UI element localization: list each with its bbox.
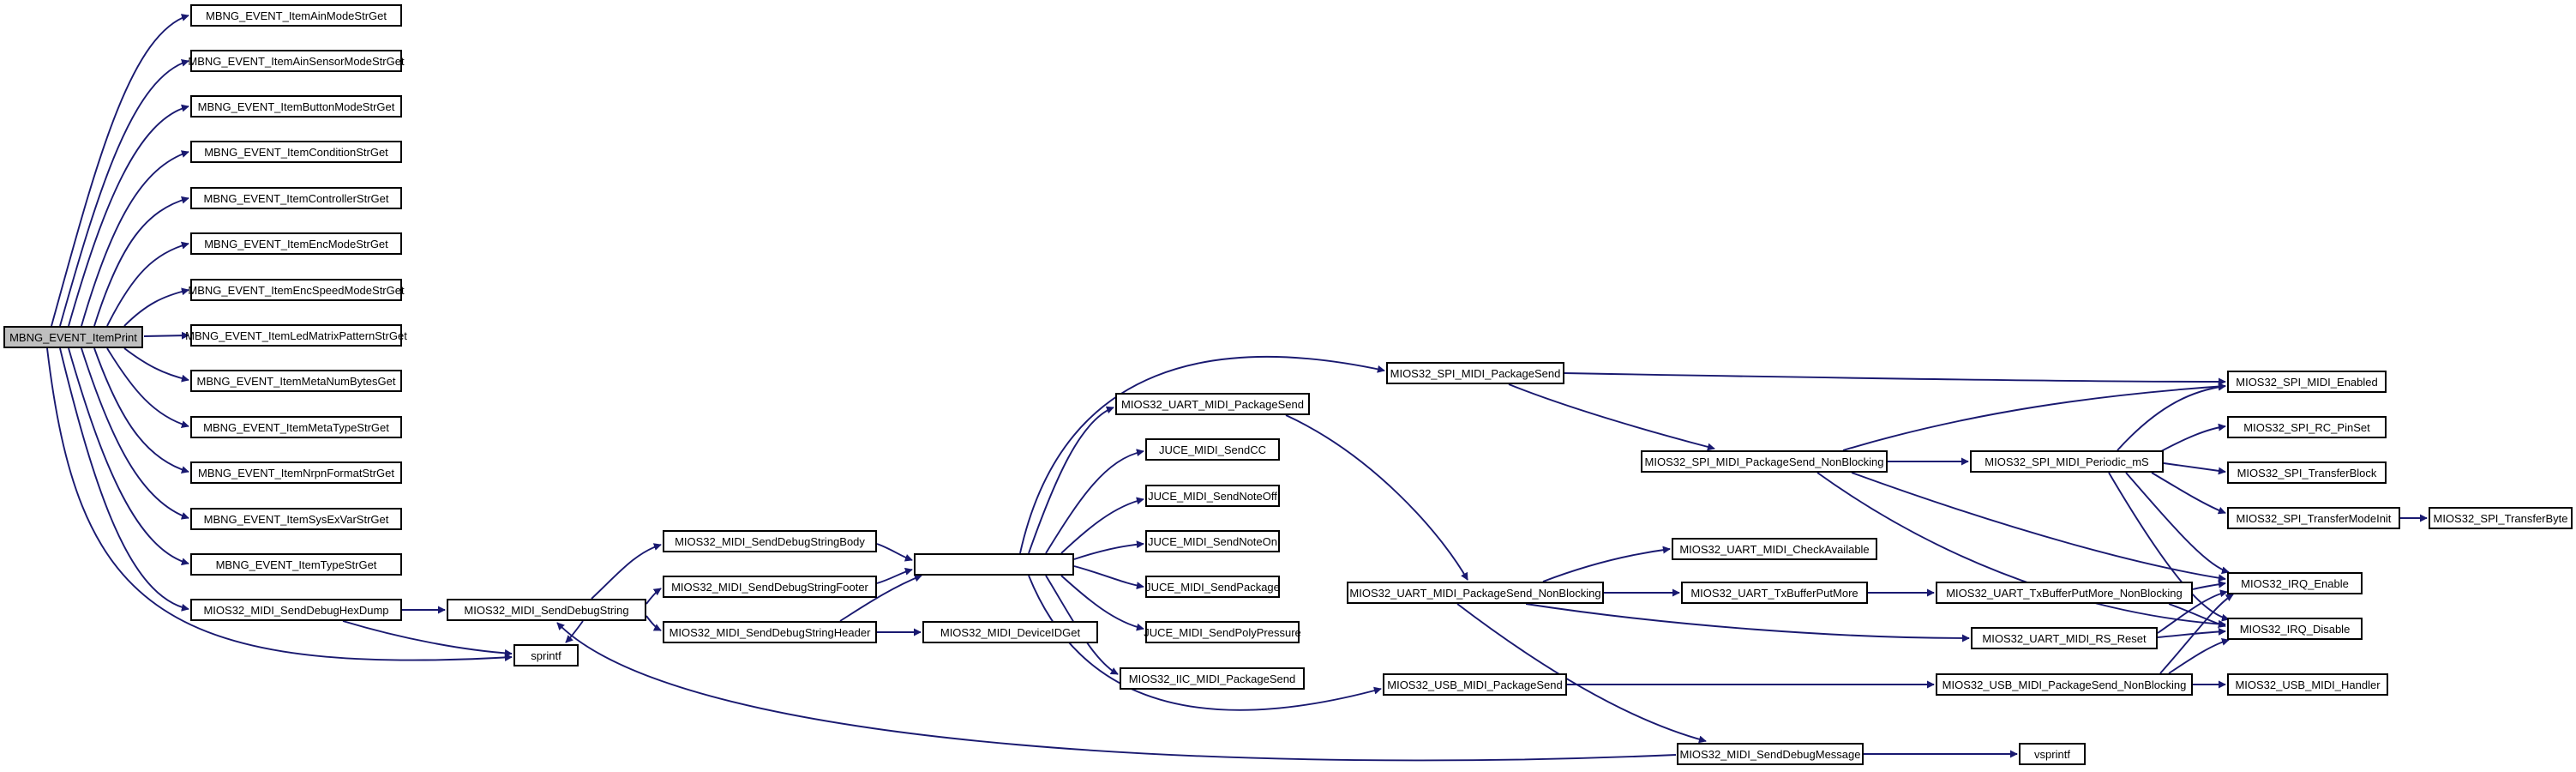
node-itemcontrollerstrget[interactable]: MBNG_EVENT_ItemControllerStrGet: [190, 187, 402, 209]
edge-rsreset-irqen: [2157, 589, 2228, 634]
node-uart-txbufferputmore[interactable]: MIOS32_UART_TxBufferPutMore: [1681, 582, 1868, 604]
node-spi-midi-periodic-ms[interactable]: MIOS32_SPI_MIDI_Periodic_mS: [1970, 450, 2164, 473]
node-spi-midi-enabled[interactable]: MIOS32_SPI_MIDI_Enabled: [2227, 371, 2387, 393]
edge-root-type: [68, 347, 189, 566]
edge-spipkg-spienabled: [1564, 372, 2226, 386]
node-irq-disable[interactable]: MIOS32_IRQ_Disable: [2227, 618, 2363, 640]
edge-root-ain: [51, 14, 189, 327]
edge-root-metanum: [123, 347, 189, 383]
edge-root-controller: [93, 196, 189, 327]
node-iic-midi-packagesend[interactable]: MIOS32_IIC_MIDI_PackageSend: [1120, 667, 1305, 690]
node-usb-midi-handler[interactable]: MIOS32_USB_MIDI_Handler: [2227, 673, 2388, 696]
node-juce-sendnoteon[interactable]: JUCE_MIDI_SendNoteOn: [1145, 530, 1280, 552]
node-irq-enable[interactable]: MIOS32_IRQ_Enable: [2227, 572, 2363, 594]
edge-usbnb-irqdis: [2168, 638, 2230, 674]
edge-usbnb-irqen: [2159, 594, 2234, 674]
edge-dbgstring-footer: [646, 588, 662, 605]
edge-uartpkg-uartnb: [1285, 414, 1468, 581]
edge-spiperiodic-spienabled: [2117, 383, 2226, 451]
node-itemainsensormodestrget[interactable]: MBNG_EVENT_ItemAinSensorModeStrGet: [188, 50, 405, 72]
edge-spiperiodic-irqen: [2125, 472, 2230, 575]
node-uart-midi-packagesend[interactable]: MIOS32_UART_MIDI_PackageSend: [1115, 393, 1310, 415]
node-uart-midi-packagesend-nonblocking[interactable]: MIOS32_UART_MIDI_PackageSend_NonBlocking: [1347, 582, 1604, 604]
node-spi-midi-packagesend[interactable]: MIOS32_SPI_MIDI_PackageSend: [1386, 362, 1564, 384]
node-spi-transferblock[interactable]: MIOS32_SPI_TransferBlock: [2227, 461, 2387, 484]
node-itemmetanumbytesget[interactable]: MBNG_EVENT_ItemMetaNumBytesGet: [190, 370, 402, 392]
node-spi-transfermodeinit[interactable]: MIOS32_SPI_TransferModeInit: [2227, 507, 2400, 529]
edge-spiperiodic-xfermode: [2151, 472, 2226, 515]
node-senddebugstringbody[interactable]: MIOS32_MIDI_SendDebugStringBody: [663, 530, 877, 552]
node-itemtypestrget[interactable]: MBNG_EVENT_ItemTypeStrGet: [190, 553, 402, 576]
edge-header-sendpkg: [839, 574, 922, 622]
node-itemmetatypestrget[interactable]: MBNG_EVENT_ItemMetaTypeStrGet: [190, 416, 402, 438]
edge-hexdump-sprintf: [342, 620, 513, 657]
node-senddebugmessage[interactable]: MIOS32_MIDI_SendDebugMessage: [1677, 743, 1864, 765]
node-uart-midi-rs-reset[interactable]: MIOS32_UART_MIDI_RS_Reset: [1971, 627, 2158, 649]
edge-sendpkg-jon: [1073, 540, 1144, 560]
node-uart-txbufferputmore-nonblocking[interactable]: MIOS32_UART_TxBufferPutMore_NonBlocking: [1936, 582, 2193, 604]
edge-sendpkg-jpoly: [1060, 575, 1144, 631]
node-senddebugstring[interactable]: MIOS32_MIDI_SendDebugString: [447, 599, 646, 621]
edge-dbgstring-body: [591, 543, 662, 600]
node-itemnrpnformatstrget[interactable]: MBNG_EVENT_ItemNrpnFormatStrGet: [190, 461, 402, 484]
node-juce-sendpackage[interactable]: JUCE_MIDI_SendPackage: [1145, 576, 1280, 598]
node-mbng-event-itemprint[interactable]: MBNG_EVENT_ItemPrint: [3, 326, 143, 348]
node-itemledmatrixpatternstrget[interactable]: MBNG_EVENT_ItemLedMatrixPatternStrGet: [185, 324, 407, 347]
node-spi-rc-pinset[interactable]: MIOS32_SPI_RC_PinSet: [2227, 416, 2387, 438]
edge-uartnb-checkavail: [1542, 546, 1671, 582]
edge-root-button: [68, 104, 189, 327]
edge-sendpkg-jcc: [1045, 449, 1144, 554]
edge-root-nrpn: [93, 347, 189, 473]
edge-sendpkg-spipkg: [1019, 355, 1385, 554]
edge-spiperiodic-xferblock: [2163, 462, 2226, 475]
node-itembuttonmodestrget[interactable]: MBNG_EVENT_ItemButtonModeStrGet: [190, 95, 402, 118]
node-vsprintf[interactable]: vsprintf: [2019, 743, 2086, 765]
node-juce-sendpolypressure[interactable]: JUCE_MIDI_SendPolyPressure: [1144, 621, 1301, 643]
edge-sendpkg-joff: [1060, 497, 1144, 554]
node-sprintf[interactable]: sprintf: [513, 644, 579, 666]
node-spi-midi-packagesend-nonblocking[interactable]: MIOS32_SPI_MIDI_PackageSend_NonBlocking: [1641, 450, 1888, 473]
edge-dbgstring-header: [646, 615, 662, 631]
edge-root-condition: [81, 150, 189, 327]
node-usb-midi-packagesend-nonblocking[interactable]: MIOS32_USB_MIDI_PackageSend_NonBlocking: [1936, 673, 2193, 696]
edge-root-ledmatrix: [143, 331, 189, 340]
node-senddebughexdump[interactable]: MIOS32_MIDI_SendDebugHexDump: [190, 599, 402, 621]
edge-root-encspeed: [123, 287, 189, 327]
edge-spinb-spienabled: [1842, 383, 2226, 451]
edge-sendpkg-jpkg: [1073, 565, 1144, 590]
edge-spinb-irqen: [1851, 472, 2226, 582]
edge-root-hexdump: [59, 347, 189, 612]
node-senddebugstringheader[interactable]: MIOS32_MIDI_SendDebugStringHeader: [663, 621, 877, 643]
edge-root-ainsensor: [59, 58, 189, 327]
node-itemencspeedmodestrget[interactable]: MBNG_EVENT_ItemEncSpeedModeStrGet: [188, 279, 405, 301]
node-senddebugstringfooter[interactable]: MIOS32_MIDI_SendDebugStringFooter: [663, 576, 877, 598]
node-uart-midi-checkavailable[interactable]: MIOS32_UART_MIDI_CheckAvailable: [1672, 538, 1877, 560]
edge-root-enc: [106, 241, 189, 327]
node-itemainmodestrget[interactable]: MBNG_EVENT_ItemAinModeStrGet: [190, 4, 402, 27]
edge-body-sendpkg: [876, 543, 913, 562]
node-deviceidget[interactable]: MIOS32_MIDI_DeviceIDGet: [922, 621, 1098, 643]
edge-footer-sendpkg: [876, 567, 913, 584]
edge-spipkg-spinb: [1508, 383, 1715, 451]
node-spi-transferbyte[interactable]: MIOS32_SPI_TransferByte: [2429, 507, 2573, 529]
edge-uartnb-dbgmsg: [1456, 603, 1707, 744]
edge-uartnb-rsreset: [1525, 603, 1970, 642]
node-itemencmodestrget[interactable]: MBNG_EVENT_ItemEncModeStrGet: [190, 232, 402, 255]
node-itemconditionstrget[interactable]: MBNG_EVENT_ItemConditionStrGet: [190, 141, 402, 163]
edge-root-metatype: [106, 347, 189, 428]
edge-dbgmsg-dbgstring: [556, 622, 1677, 762]
edge-sendpkg-uartpkg: [1028, 406, 1114, 554]
node-juce-sendcc[interactable]: JUCE_MIDI_SendCC: [1145, 438, 1280, 461]
node-sendpackage[interactable]: [914, 553, 1074, 576]
edge-rsreset-irqdis: [2157, 627, 2226, 638]
edge-root-sprintf: [46, 347, 513, 661]
edge-dbgstring-sprintf: [565, 620, 584, 643]
node-usb-midi-packagesend[interactable]: MIOS32_USB_MIDI_PackageSend: [1383, 673, 1567, 696]
edge-txputnb-irqen: [2192, 580, 2226, 590]
edge-txputnb-irqdis: [2168, 603, 2226, 628]
node-itemsysexvarstrget[interactable]: MBNG_EVENT_ItemSysExVarStrGet: [190, 508, 402, 530]
edge-root-sysex: [81, 347, 189, 520]
node-juce-sendnoteoff[interactable]: JUCE_MIDI_SendNoteOff: [1145, 485, 1280, 507]
